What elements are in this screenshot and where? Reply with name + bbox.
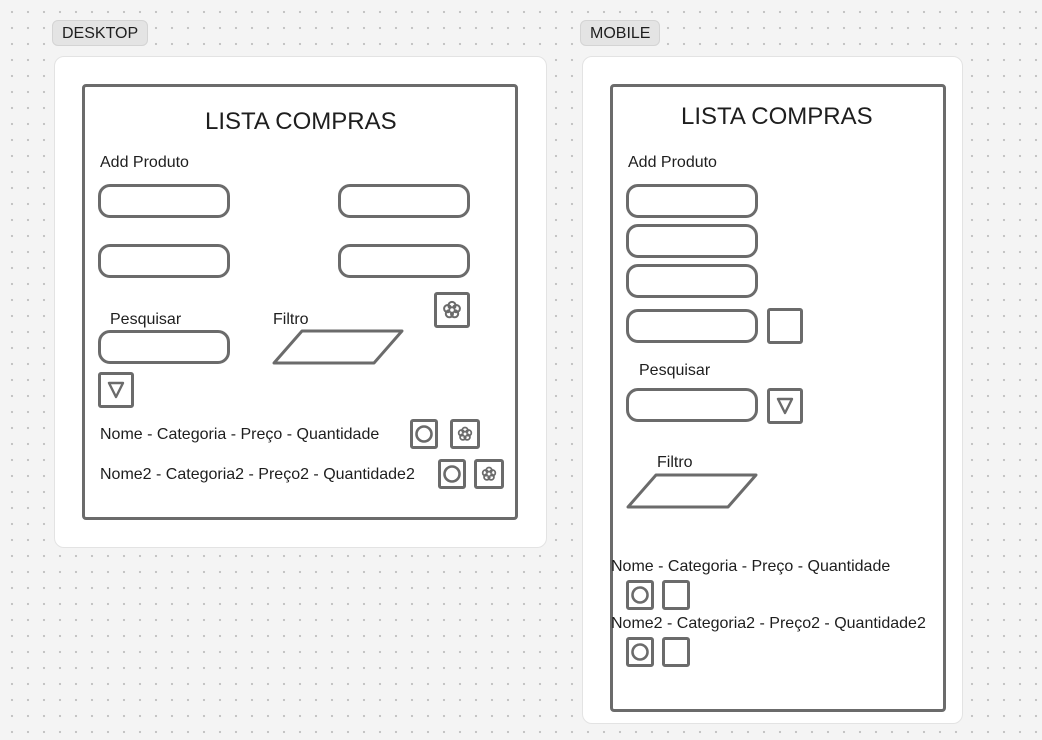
mobile-delete-button-1[interactable] [662, 580, 690, 610]
desktop-search-button[interactable] [98, 372, 134, 408]
desktop-delete-button-2[interactable] [474, 459, 504, 489]
mobile-list-item-1: Nome - Categoria - Preço - Quantidade [611, 558, 891, 575]
desktop-list-item-1: Nome - Categoria - Preço - Quantidade [100, 426, 380, 443]
desktop-search-input[interactable] [98, 330, 230, 364]
circle-icon [415, 425, 433, 443]
mobile-list-item-2: Nome2 - Categoria2 - Preço2 - Quantidade… [611, 615, 926, 632]
desktop-edit-button-2[interactable] [438, 459, 466, 489]
desktop-add-button[interactable] [434, 292, 470, 328]
mobile-filter-label: Filtro [657, 454, 693, 471]
flower-icon [481, 466, 497, 481]
desktop-delete-button-1[interactable] [450, 419, 480, 449]
desktop-filter-dropdown[interactable] [270, 328, 406, 366]
mobile-name-field[interactable] [626, 184, 758, 218]
desktop-quantity-field[interactable] [338, 244, 470, 278]
desktop-frame-tag[interactable]: DESKTOP [52, 20, 149, 46]
desktop-price-field[interactable] [98, 244, 230, 278]
mobile-page-title: LISTA COMPRAS [681, 103, 873, 130]
mobile-category-field[interactable] [626, 224, 758, 258]
mobile-frame-tag[interactable]: MOBILE [580, 20, 661, 46]
circle-icon [443, 465, 461, 483]
circle-icon [631, 586, 649, 604]
mobile-delete-button-2[interactable] [662, 637, 690, 667]
flower-icon [443, 300, 461, 319]
desktop-list-item-2: Nome2 - Categoria2 - Preço2 - Quantidade… [100, 466, 415, 483]
mobile-search-button[interactable] [767, 388, 803, 424]
mobile-add-button[interactable] [767, 308, 803, 344]
mobile-edit-button-1[interactable] [626, 580, 654, 610]
desktop-add-product-label: Add Produto [100, 154, 189, 171]
mobile-quantity-field[interactable] [626, 309, 758, 343]
mobile-filter-dropdown[interactable] [624, 472, 760, 510]
mobile-search-label: Pesquisar [639, 362, 711, 379]
mobile-add-product-label: Add Produto [628, 154, 717, 171]
triangle-down-icon [107, 381, 125, 399]
mobile-price-field[interactable] [626, 264, 758, 298]
mobile-edit-button-2[interactable] [626, 637, 654, 667]
desktop-category-field[interactable] [338, 184, 470, 218]
desktop-name-field[interactable] [98, 184, 230, 218]
circle-icon [631, 643, 649, 661]
desktop-filter-label: Filtro [273, 311, 309, 328]
triangle-down-icon [776, 397, 794, 415]
desktop-edit-button-1[interactable] [410, 419, 438, 449]
flower-icon [457, 426, 473, 441]
desktop-page-title: LISTA COMPRAS [205, 108, 397, 135]
desktop-search-label: Pesquisar [110, 311, 182, 328]
mobile-search-input[interactable] [626, 388, 758, 422]
